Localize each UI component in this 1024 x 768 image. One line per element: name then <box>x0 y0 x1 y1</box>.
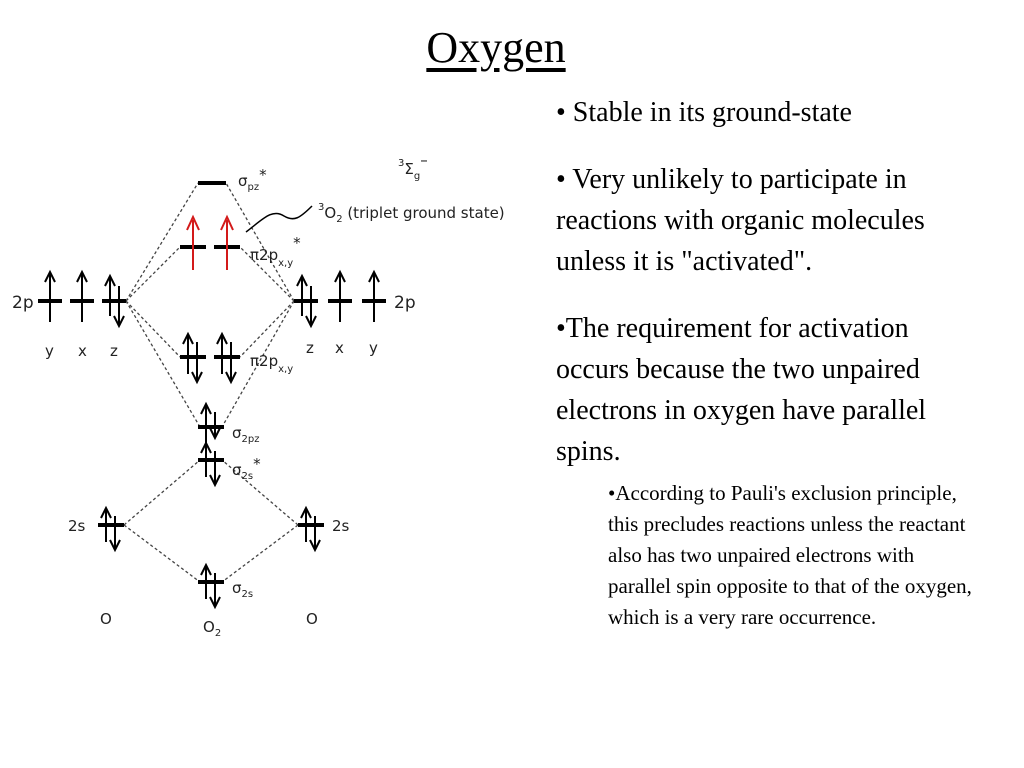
left-atom-label: O <box>100 610 112 628</box>
right-axis-z: z <box>306 339 314 357</box>
sigma-2pz-label: σ2pz <box>232 424 259 445</box>
left-axis-z: z <box>110 342 118 360</box>
pi-star-levels <box>180 214 240 270</box>
sigma-2s-level <box>198 562 224 610</box>
right-atom-label: O <box>306 610 318 628</box>
pi-label: π2px,y <box>250 352 293 375</box>
triplet-connector <box>245 205 313 233</box>
left-2s-label: 2s <box>68 517 86 535</box>
unpaired-electron-arrow <box>186 214 200 270</box>
pi-levels <box>180 331 240 385</box>
left-axis-y: y <box>45 342 54 360</box>
right-2s-label: 2s <box>332 517 350 535</box>
bullet-requirement: •The requirement for activation occurs b… <box>556 313 927 467</box>
sigma-2s-label: σ2s <box>232 579 253 600</box>
left-2p-orbitals <box>38 269 126 329</box>
bullet-stable: • Stable in its ground-state <box>556 97 852 128</box>
molecule-label: O2 <box>203 618 221 639</box>
bullet-list: • Stable in its ground-state • Very unli… <box>556 92 976 633</box>
right-2p-label: 2p <box>394 293 416 313</box>
left-axis-x: x <box>78 342 87 360</box>
correlation-lines <box>123 182 299 583</box>
pi-star-label: π2px,y* <box>250 234 301 269</box>
sub-bullet-pauli: •According to Pauli's exclusion principl… <box>608 481 972 629</box>
right-axis-y: y <box>369 339 378 357</box>
right-axis-x: x <box>335 339 344 357</box>
unpaired-electron-arrow <box>220 214 234 270</box>
sigma-pz-star-label: σpz* <box>238 166 267 193</box>
sigma-2pz-level <box>198 401 224 444</box>
sigma-2s-star-level <box>198 440 224 488</box>
left-2p-label: 2p <box>12 293 34 313</box>
sigma-2s-star-label: σ2s* <box>232 455 261 482</box>
left-2s-orbital <box>98 505 124 553</box>
bullet-unlikely: • Very unlikely to participate in reacti… <box>556 164 925 277</box>
right-2p-orbitals <box>294 269 386 329</box>
slide-title: Oxygen <box>426 23 566 72</box>
mo-diagram: 2p 2p y x z z x y σpz* π2px,y* π2px,y σ2… <box>12 151 505 639</box>
term-symbol: 3Σg– <box>398 151 428 182</box>
triplet-ground-state-label: 3O2 (triplet ground state) <box>318 202 505 225</box>
right-2s-orbital <box>298 505 324 553</box>
